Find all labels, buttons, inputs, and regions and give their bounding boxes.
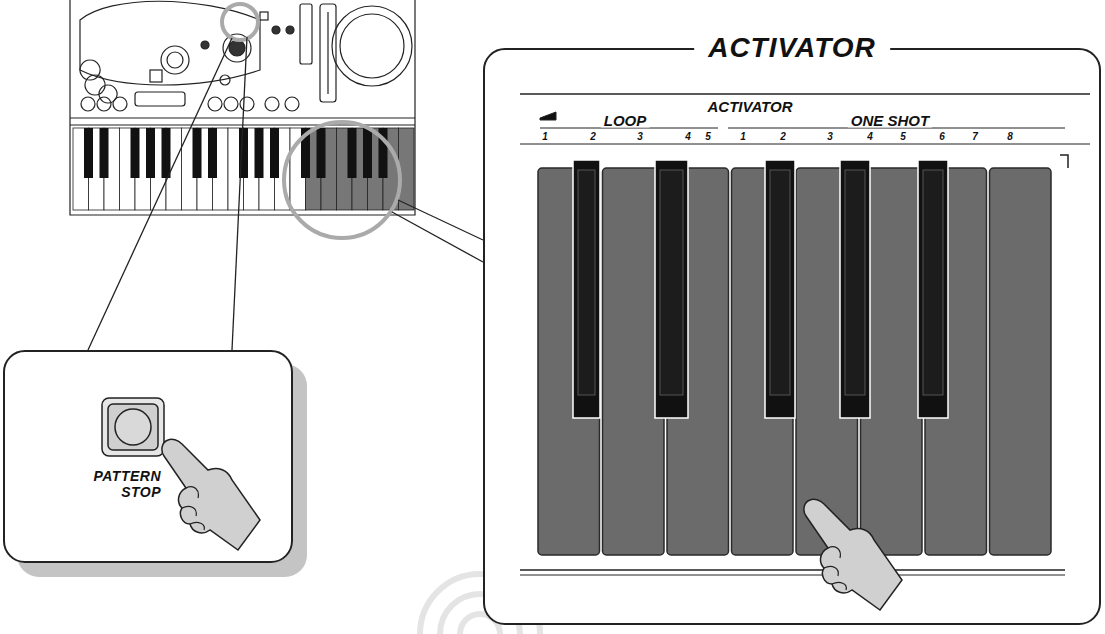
activator-keys: [538, 160, 1051, 555]
panel-ground: [483, 48, 1101, 625]
key-number: 8: [1007, 132, 1013, 142]
group-label: LOOP: [601, 113, 650, 128]
key-number: 2: [590, 132, 596, 142]
mini-keys: [73, 128, 414, 210]
leader-line: [232, 37, 247, 350]
callout-ground: [3, 350, 293, 563]
leader-lines: [88, 37, 483, 350]
highlight-ring: [222, 4, 258, 40]
key-number: 5: [900, 132, 906, 142]
button-label: PATTERN STOP: [77, 468, 161, 500]
group-label: ONE SHOT: [848, 113, 932, 128]
key-number: 7: [972, 132, 978, 142]
key-number: 3: [637, 132, 643, 142]
key-number: 1: [542, 132, 548, 142]
highlight-ring: [284, 122, 400, 238]
leader-line: [392, 212, 483, 262]
section-label: ACTIVATOR: [705, 99, 796, 114]
pointing-hand: [162, 439, 260, 550]
key-number: 2: [780, 132, 786, 142]
leader-line: [398, 200, 483, 240]
key-number: 4: [685, 132, 691, 142]
pointing-hand: [804, 499, 902, 610]
key-number: 6: [939, 132, 945, 142]
button-symbol: [102, 398, 164, 456]
callout-box: PATTERN STOP: [3, 350, 293, 563]
panel-title: ACTIVATOR: [694, 32, 890, 64]
key-number: 5: [705, 132, 711, 142]
key-number: 1: [740, 132, 746, 142]
key-number: 3: [827, 132, 833, 142]
key-number: 4: [867, 132, 873, 142]
leader-line: [88, 38, 232, 350]
keyboard-illustration: [70, 0, 415, 215]
